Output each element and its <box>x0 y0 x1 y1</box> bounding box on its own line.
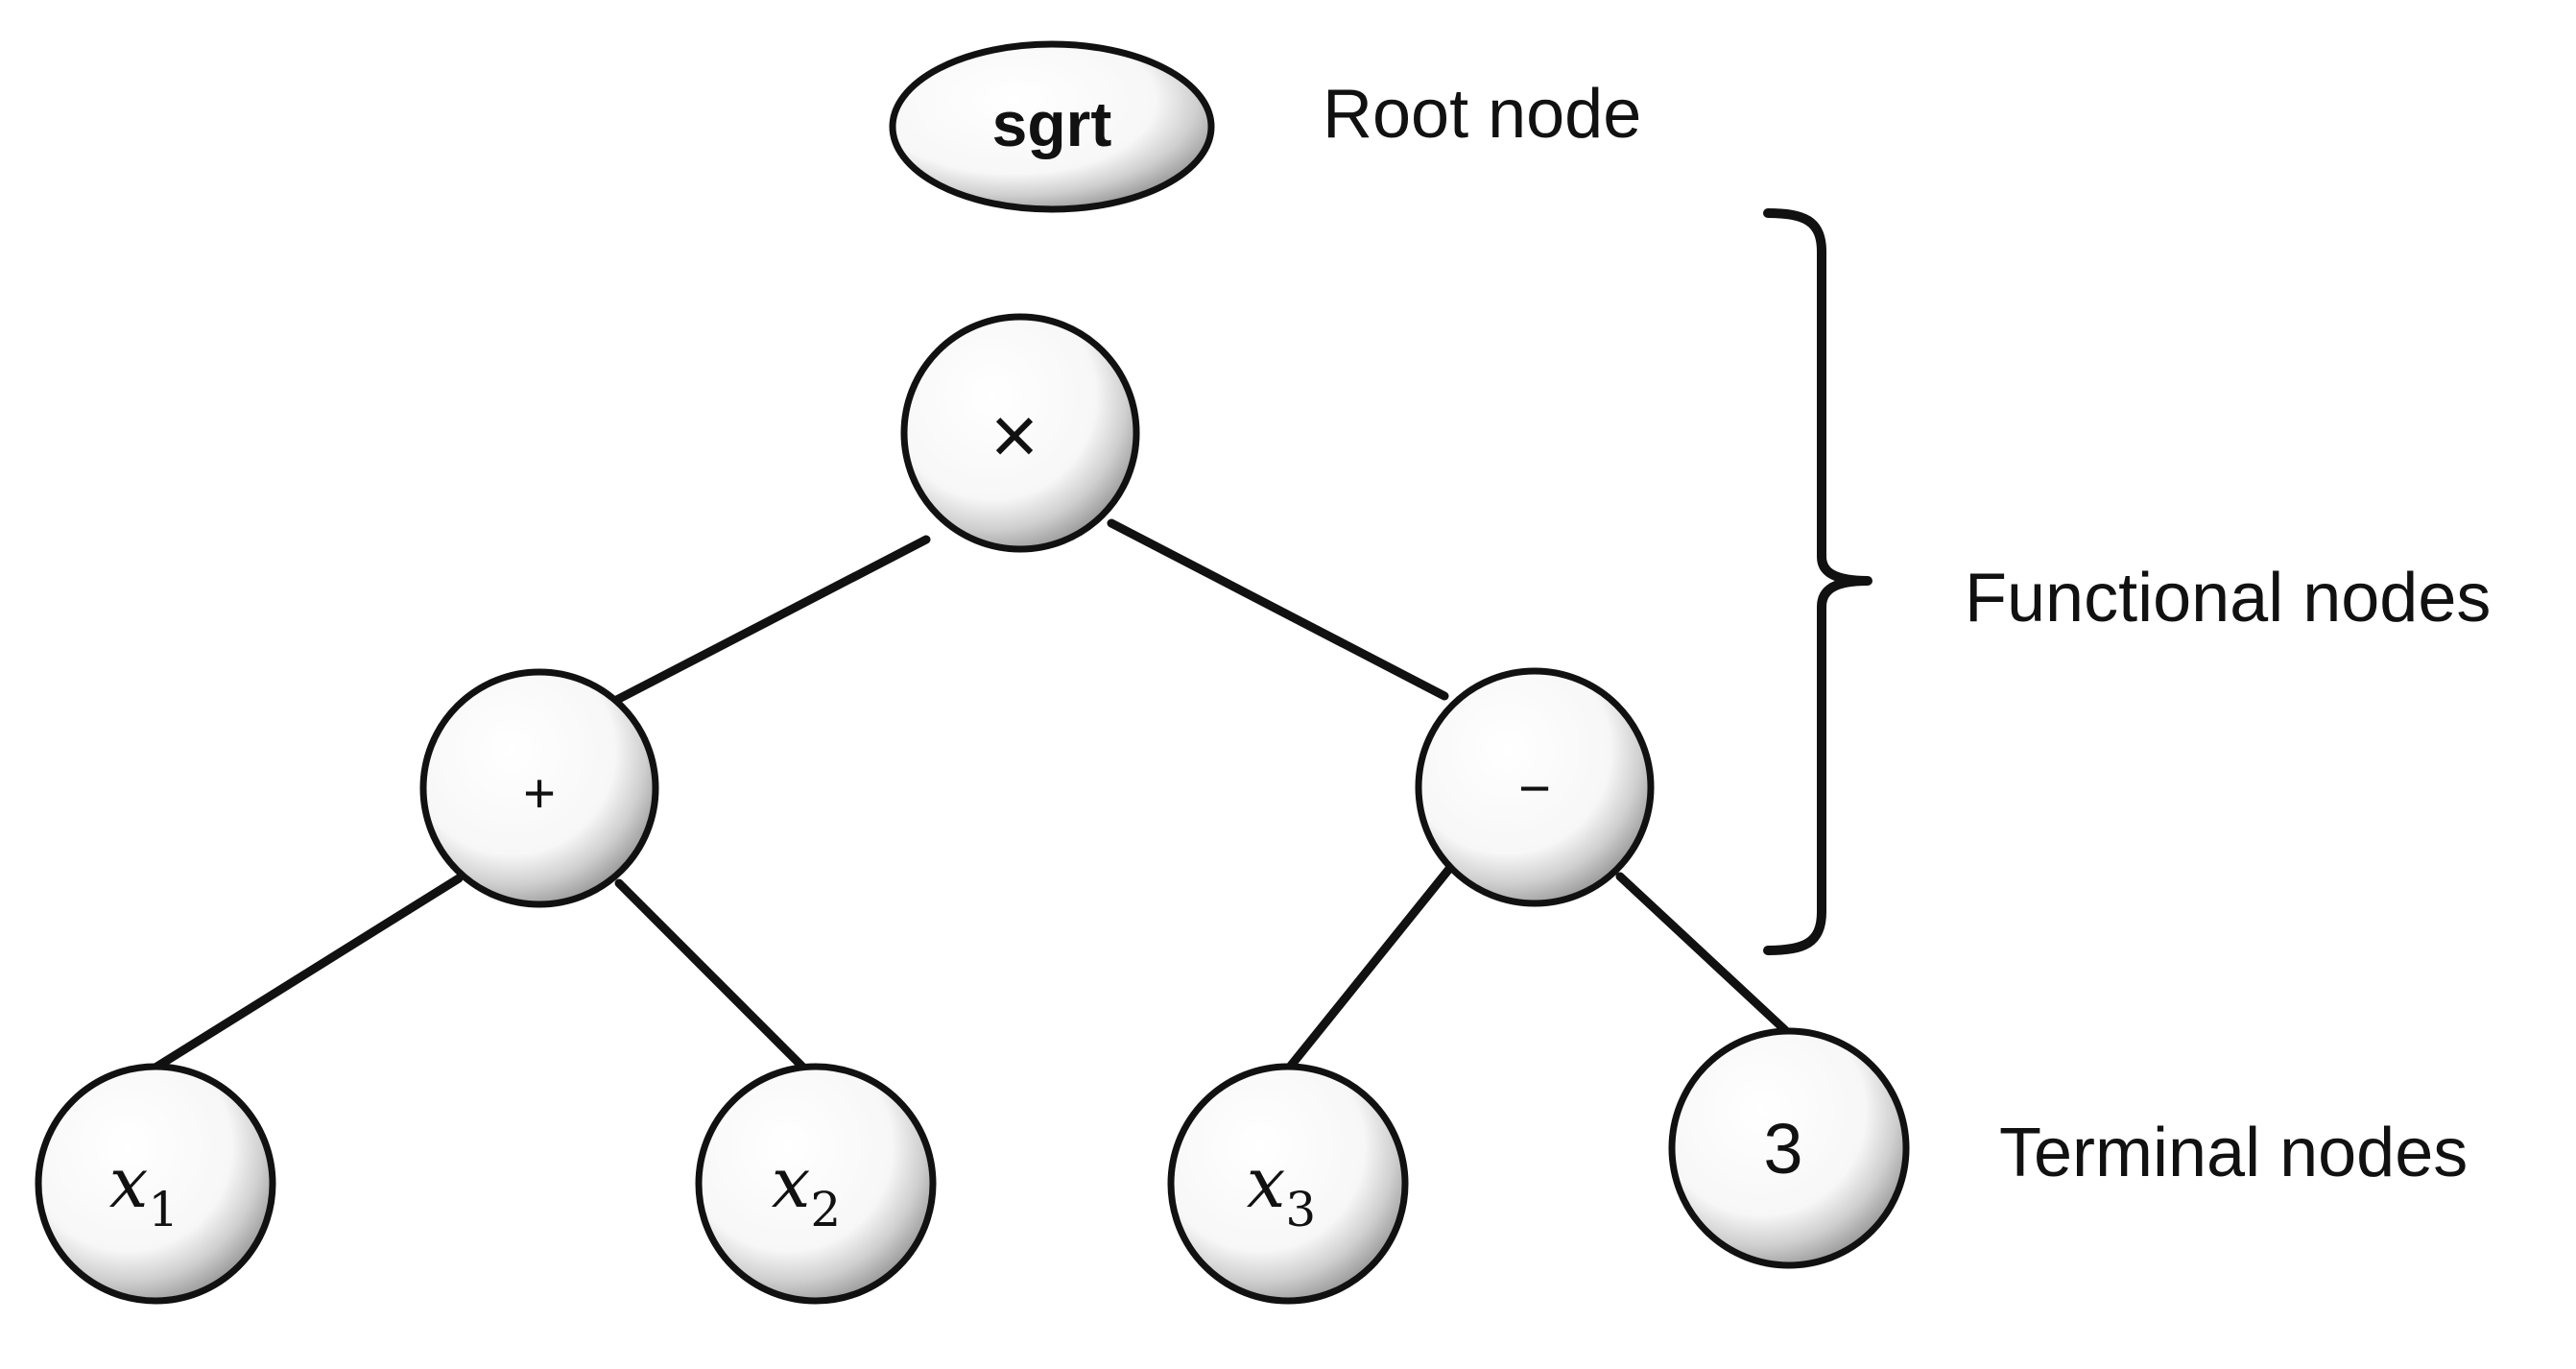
plus-node: + <box>419 668 659 908</box>
x3-subscript: 3 <box>1285 1182 1316 1237</box>
root-node-caption: Root node <box>1323 76 1641 153</box>
x3-node: x3 <box>1167 1063 1409 1305</box>
x2-subscript: 2 <box>810 1182 841 1237</box>
root-node: sgrt <box>889 40 1215 213</box>
minus-node-label: − <box>1518 757 1551 820</box>
three-node-label: 3 <box>1763 1109 1802 1189</box>
x1-node: x1 <box>35 1063 276 1305</box>
x1-subscript: 1 <box>148 1182 179 1237</box>
x2-base: x <box>772 1142 811 1223</box>
edge-plus-x1 <box>151 874 464 1072</box>
functional-nodes-caption: Functional nodes <box>1965 560 2491 636</box>
three-node: 3 <box>1668 1027 1910 1269</box>
edge-minus-three <box>1615 872 1790 1035</box>
root-node-label: sgrt <box>992 88 1112 159</box>
plus-node-label: + <box>523 762 556 825</box>
multiply-node-label: × <box>990 390 1038 482</box>
x2-node-label: x2 <box>772 1142 841 1237</box>
x3-base: x <box>1247 1142 1286 1223</box>
edge-minus-x3 <box>1286 864 1454 1070</box>
terminal-nodes-caption: Terminal nodes <box>1999 1115 2468 1191</box>
multiply-node: × <box>900 313 1140 553</box>
tree-edges <box>151 518 1790 1077</box>
edge-multiply-plus <box>605 535 931 709</box>
x2-node: x2 <box>695 1063 937 1305</box>
functional-nodes-bracket <box>1763 208 1872 955</box>
x3-node-label: x3 <box>1247 1142 1316 1237</box>
minus-node: − <box>1415 667 1655 907</box>
edge-plus-x2 <box>614 878 813 1077</box>
x1-base: x <box>109 1142 149 1223</box>
x1-node-label: x1 <box>109 1142 179 1237</box>
edge-multiply-minus <box>1107 518 1449 701</box>
